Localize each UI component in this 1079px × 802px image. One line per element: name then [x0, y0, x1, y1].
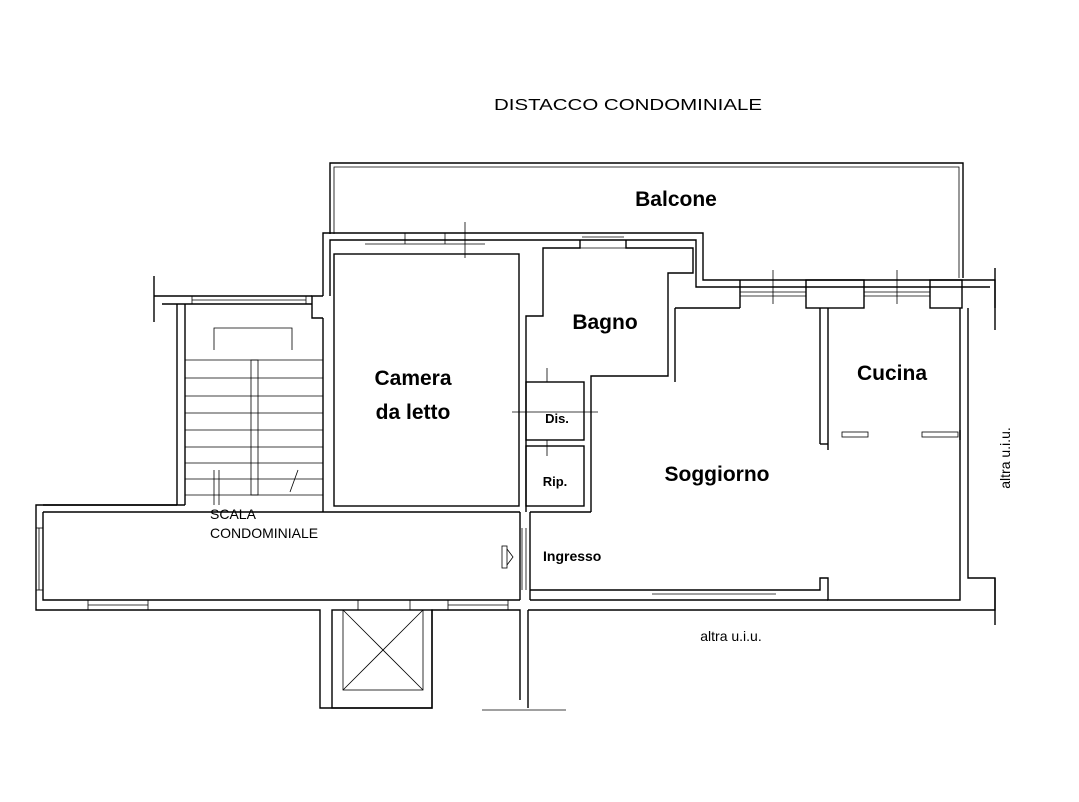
living-room-walls [529, 512, 828, 601]
room-label-soggiorno: Soggiorno [665, 463, 770, 486]
bathroom-walls [525, 232, 741, 512]
room-label-camera-2: da letto [376, 401, 451, 424]
room-label-ingresso: Ingresso [543, 548, 601, 564]
room-label-rip: Rip. [543, 474, 568, 489]
elevator-shaft [331, 600, 433, 709]
room-label-camera-1: Camera [374, 367, 451, 390]
room-label-balcone: Balcone [635, 188, 717, 211]
neighbor-label-right: altra u.i.u. [997, 427, 1013, 488]
staircase [185, 327, 323, 505]
header-label: DISTACCO CONDOMINIALE [494, 97, 762, 114]
stair-label-2: CONDOMINIALE [210, 525, 318, 541]
room-label-dis: Dis. [545, 411, 569, 426]
kitchen-walls [819, 308, 961, 450]
stair-label-1: SCALA [210, 506, 257, 522]
bedroom-walls [322, 222, 520, 512]
entry-door-icon [501, 545, 514, 569]
balcony-outline [329, 162, 964, 278]
top-windows [740, 270, 963, 309]
room-label-bagno: Bagno [572, 311, 637, 334]
landing-walls [35, 276, 566, 711]
room-label-cucina: Cucina [857, 362, 927, 385]
closets [512, 368, 598, 513]
neighbor-label-bottom: altra u.i.u. [700, 628, 761, 644]
